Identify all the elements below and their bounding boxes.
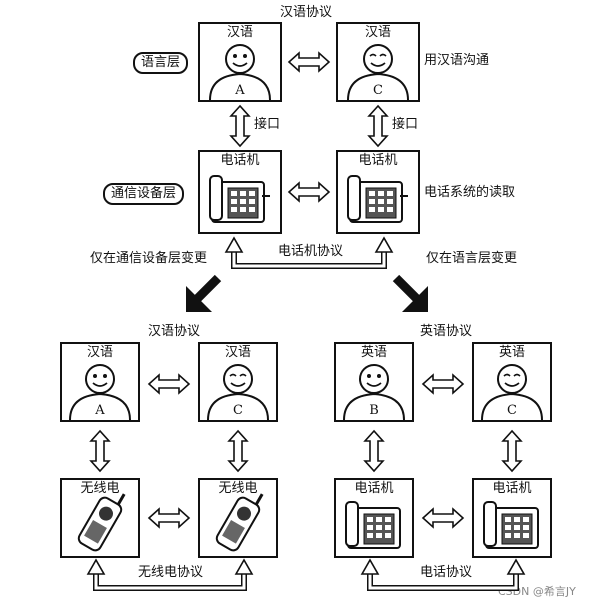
bl-person-a-letter: A [95, 403, 105, 418]
telephone-icon [345, 501, 401, 549]
top-person-a-box: 汉语 A [198, 22, 282, 102]
left-branch-caption: 仅在通信设备层变更 [90, 251, 208, 266]
telephone-icon [209, 175, 270, 223]
telephone-icon [347, 175, 408, 223]
bottom-right-protocol-title: 英语协议 [420, 324, 473, 339]
bl-right-vertical-arrow [228, 430, 248, 472]
top-protocol-title: 汉语协议 [280, 5, 333, 20]
top-person-c-letter: C [373, 83, 383, 98]
top-left-interface-arrow [230, 105, 250, 147]
br-person-b-lang: 英语 [360, 345, 387, 360]
right-diagonal-arrow [392, 274, 428, 312]
device-note: 电话系统的读取 [424, 185, 516, 200]
bl-person-a-box: 汉语 A [60, 342, 140, 422]
top-language-arrow [288, 52, 330, 72]
person-icon [209, 44, 271, 100]
bl-person-a-lang: 汉语 [86, 345, 113, 360]
br-person-b-letter: B [369, 403, 379, 418]
bl-left-device-box: 无线电 [60, 478, 140, 558]
telephone-icon [483, 501, 539, 549]
top-person-a-letter: A [235, 83, 245, 98]
br-language-arrow [422, 374, 464, 394]
top-protocol-u-arrow [231, 250, 387, 269]
bottom-left-device-protocol: 无线电协议 [138, 565, 204, 580]
person-icon [343, 364, 405, 420]
radio-handset-icon [215, 493, 264, 552]
bl-person-c-box: 汉语 C [198, 342, 278, 422]
person-icon [69, 364, 131, 420]
br-left-device-label: 电话机 [354, 481, 394, 496]
top-left-device-box: 电话机 [198, 150, 282, 234]
top-right-device-box: 电话机 [336, 150, 420, 234]
interface-right-label: 接口 [392, 117, 419, 132]
bl-left-device-label: 无线电 [80, 481, 120, 496]
br-device-arrow [422, 508, 464, 528]
person-icon [481, 364, 543, 420]
person-icon [207, 364, 269, 420]
top-right-interface-arrow [368, 105, 388, 147]
person-icon [347, 44, 409, 100]
br-right-device-label: 电话机 [492, 481, 532, 496]
device-protocol-label: 电话机协议 [278, 244, 344, 259]
br-left-device-box: 电话机 [334, 478, 414, 558]
top-person-c-lang: 汉语 [364, 25, 391, 40]
top-device-arrow [288, 182, 330, 202]
top-person-a-lang: 汉语 [226, 25, 253, 40]
bl-left-vertical-arrow [90, 430, 110, 472]
bl-language-arrow [148, 374, 190, 394]
br-person-c-box: 英语 C [472, 342, 552, 422]
bottom-left-protocol-title: 汉语协议 [148, 324, 201, 339]
br-right-vertical-arrow [502, 430, 522, 472]
br-left-vertical-arrow [364, 430, 384, 472]
right-branch-caption: 仅在语言层变更 [426, 251, 518, 266]
br-person-c-lang: 英语 [498, 345, 525, 360]
language-note: 用汉语沟通 [424, 53, 490, 68]
top-right-device-label: 电话机 [358, 153, 398, 168]
bl-right-device-label: 无线电 [218, 481, 258, 496]
bl-right-device-box: 无线电 [198, 478, 278, 558]
radio-handset-icon [77, 493, 126, 552]
interface-left-label: 接口 [254, 117, 281, 132]
br-right-device-box: 电话机 [472, 478, 552, 558]
br-person-c-letter: C [507, 403, 517, 418]
device-layer-label: 通信设备层 [103, 183, 185, 205]
language-layer-label: 语言层 [133, 52, 189, 74]
bottom-right-device-protocol: 电话协议 [420, 565, 473, 580]
top-person-c-box: 汉语 C [336, 22, 420, 102]
br-person-b-box: 英语 B [334, 342, 414, 422]
left-diagonal-arrow [186, 274, 222, 312]
bl-person-c-lang: 汉语 [224, 345, 251, 360]
bl-person-c-letter: C [233, 403, 243, 418]
bl-device-arrow [148, 508, 190, 528]
top-left-device-label: 电话机 [220, 153, 260, 168]
